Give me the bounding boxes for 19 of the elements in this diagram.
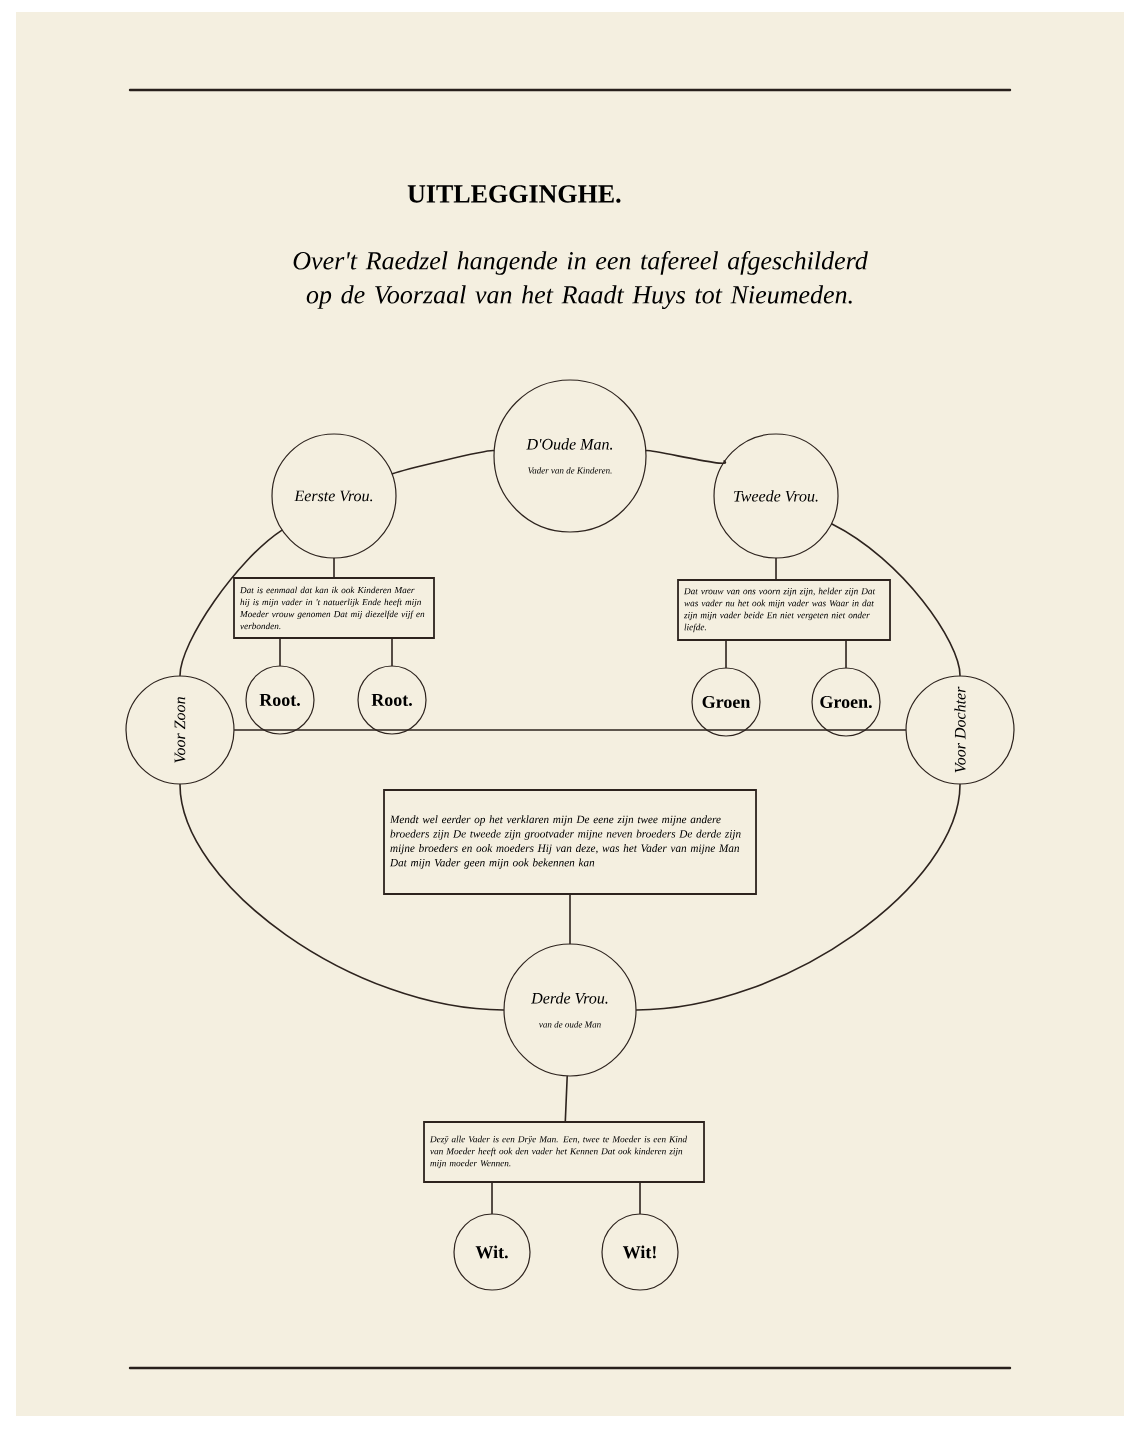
connector-line [391, 638, 393, 667]
connector-line [831, 523, 961, 677]
connector-line [845, 640, 847, 669]
connector-line [391, 449, 495, 475]
connector-line [279, 638, 281, 667]
connector-line [635, 783, 961, 1011]
connector-line [645, 449, 727, 465]
subtitle: Over't Raedzel hangende in een tafereel afgeschilderd op de Voorzaal van het Raadt Huys tot Nieumeden. [293, 251, 868, 309]
connector-line [725, 640, 727, 669]
connector-line [564, 1075, 568, 1122]
connector-line [233, 729, 907, 731]
connector-line [179, 529, 283, 677]
title: UITLEGGINGHE. [407, 185, 621, 203]
connector-line [179, 783, 505, 1011]
connector-line [775, 557, 777, 580]
connector-line [569, 894, 571, 945]
connector-line [639, 1182, 641, 1215]
connector-line [491, 1182, 493, 1215]
connector-line [333, 557, 335, 578]
